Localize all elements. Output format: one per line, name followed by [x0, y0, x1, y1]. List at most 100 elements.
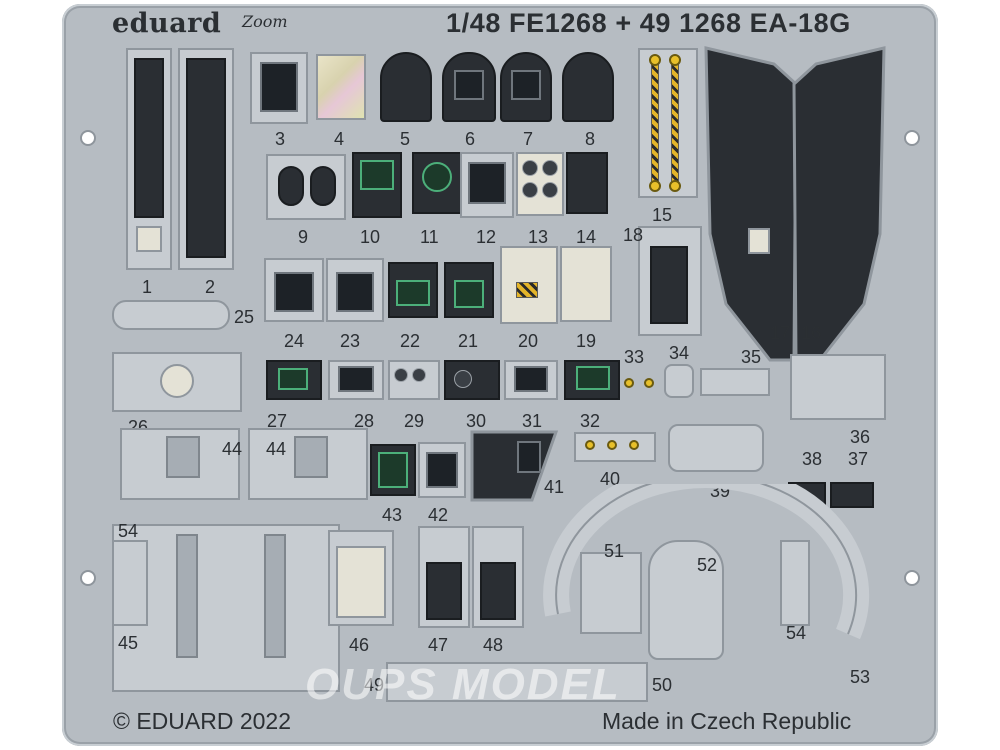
part-29-frame: [388, 360, 440, 400]
part-32-display: [576, 366, 610, 390]
part-42-frame: [418, 442, 466, 498]
part-9-label: 9: [298, 227, 309, 247]
part-46-panel: [328, 530, 394, 626]
part-19-label: 19: [576, 331, 597, 351]
part-51-label: 51: [604, 541, 625, 561]
part-13-gauge: [542, 160, 558, 176]
part-3-frame: [250, 52, 308, 124]
mounting-hole-left-lower: [80, 570, 96, 586]
part-42-screen: [426, 452, 458, 488]
origin-text: Made in Czech Republic: [602, 708, 852, 734]
part-9-panel: [278, 166, 304, 206]
part-46-label: 46: [349, 635, 370, 655]
part-13-panel: [516, 152, 564, 216]
part-22-display: [396, 280, 430, 306]
part-33-label: 33: [624, 347, 645, 367]
part-40-label: 40: [600, 469, 621, 489]
part-50-label: 50: [652, 675, 673, 695]
part-18-label: 18: [623, 225, 644, 245]
part-52-label: 52: [697, 555, 718, 575]
part-18-panel: [638, 226, 702, 336]
part-41-label: 41: [544, 477, 565, 497]
part-51-bracket: [580, 552, 642, 634]
part-47-inset: [426, 562, 462, 620]
part-44-label: 44: [266, 439, 287, 459]
part-13-gauge: [522, 182, 538, 198]
part-11-label: 11: [420, 227, 439, 247]
part-40-pin: [585, 440, 595, 450]
part-34-label: 34: [669, 343, 690, 363]
part-35-switches: [700, 368, 770, 396]
part-2-panel: [186, 58, 226, 258]
part-29-label: 29: [404, 411, 425, 431]
part-17-label: 17: [770, 323, 791, 343]
part-2-console: [178, 48, 234, 270]
part-33-pin: [644, 378, 654, 388]
part-54-left: [112, 540, 148, 626]
part-12-label: 12: [476, 227, 497, 247]
part-41-panel: [470, 430, 559, 502]
part-25-strip: [112, 300, 230, 330]
part-7-panel: [500, 52, 552, 122]
part-53-ring: [543, 484, 870, 640]
part-54-right: [780, 540, 810, 626]
part-52-bracket: [648, 540, 724, 660]
part-11-display: [422, 162, 452, 192]
product-code: 1/48 FE1268 + 49 1268 EA-18G: [446, 8, 851, 38]
part-20-panel: [500, 246, 558, 324]
part-43-display: [378, 452, 408, 488]
part-10-panel: [352, 152, 402, 218]
mounting-hole-right-lower: [904, 570, 920, 586]
part-21-panel: [444, 262, 494, 318]
part-29-gauge: [412, 368, 426, 382]
part-9-panel: [310, 166, 336, 206]
part-45-label: 45: [118, 633, 139, 653]
part-11-panel: [412, 152, 462, 214]
watermark: OUPS MODEL: [305, 660, 621, 709]
part-12-frame: [460, 152, 514, 218]
part-49-50-strip: [386, 662, 648, 702]
part-13-gauge: [522, 160, 538, 176]
part-5-panel: [380, 52, 432, 122]
part-25-label: 25: [234, 307, 255, 327]
part-44-right-block: [294, 436, 328, 478]
part-8-label: 8: [585, 129, 596, 149]
part-27-panel: [266, 360, 322, 400]
part-31-screen: [514, 366, 548, 392]
part-3-label: 3: [275, 129, 286, 149]
part-53-label: 53: [850, 667, 871, 687]
part-54-label: 54: [118, 521, 139, 541]
part-45-rail-left: [176, 534, 198, 658]
part-17-side-panel: [704, 46, 798, 362]
copyright: © EDUARD 2022: [113, 708, 292, 734]
part-40-pin: [629, 440, 639, 450]
part-20-label: 20: [518, 331, 539, 351]
part-28-screen: [338, 366, 374, 392]
brand-logo: eduard: [112, 8, 222, 39]
part-10-label: 10: [360, 227, 381, 247]
part-24-frame: [264, 258, 324, 322]
part-15-strap-right: [671, 60, 679, 184]
part-22-label: 22: [400, 331, 421, 351]
part-47-panel: [418, 526, 470, 628]
part-19-panel: [560, 246, 612, 322]
part-6-label: 6: [465, 129, 476, 149]
part-48-inset: [480, 562, 516, 620]
part-23-label: 23: [340, 331, 361, 351]
part-1-panel: [134, 58, 164, 218]
part-32-label: 32: [580, 411, 601, 431]
part-9-frame: [266, 154, 346, 220]
part-14-panel: [566, 152, 608, 214]
zoom-logo: Zoom: [242, 12, 288, 31]
part-12-screen: [468, 162, 506, 204]
part-16-side-panel: [792, 46, 886, 362]
part-45-rail-right: [264, 534, 286, 658]
part-20-warning: [516, 282, 538, 298]
part-1-label: 1: [142, 277, 153, 297]
part-14-label: 14: [576, 227, 597, 247]
mounting-hole-right: [904, 130, 920, 146]
part-7-label: 7: [523, 129, 534, 149]
part-40-pin: [607, 440, 617, 450]
part-2-label: 2: [205, 277, 216, 297]
